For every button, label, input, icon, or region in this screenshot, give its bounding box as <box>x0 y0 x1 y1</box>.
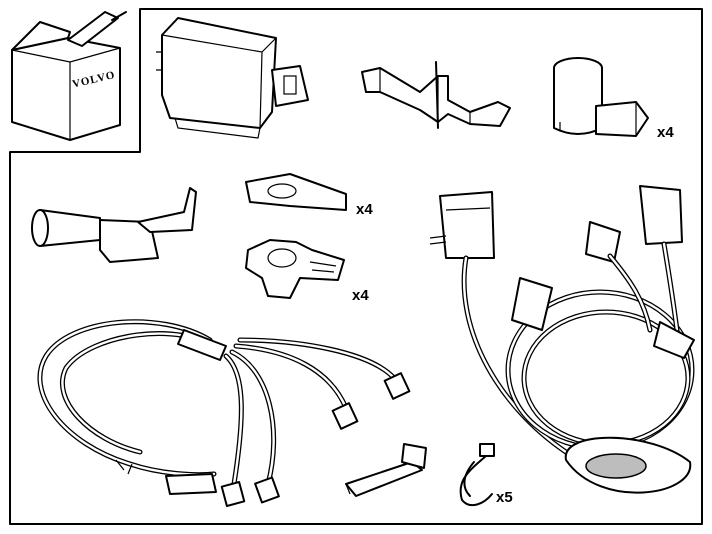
sensor-clip-icon <box>245 239 345 299</box>
bracket-holder-icon <box>361 61 511 129</box>
parking-sensor-icon <box>553 57 649 137</box>
control-module-icon <box>156 17 309 139</box>
wiring-harness-right-icon <box>429 185 695 494</box>
sensor-quantity: x4 <box>657 124 674 141</box>
wiring-harness-left-icon <box>37 319 411 507</box>
clip-quantity: x4 <box>352 287 369 304</box>
cable-grommet-icon <box>31 187 197 263</box>
volvo-box-icon: VOLVO <box>11 11 127 141</box>
cable-tie-icon <box>459 443 495 507</box>
frame-border <box>9 8 703 525</box>
sensor-bezel-icon <box>245 173 347 211</box>
adhesive-strip-icon <box>345 443 427 497</box>
cable-tie-quantity: x5 <box>496 489 513 506</box>
bezel-quantity: x4 <box>356 201 373 218</box>
